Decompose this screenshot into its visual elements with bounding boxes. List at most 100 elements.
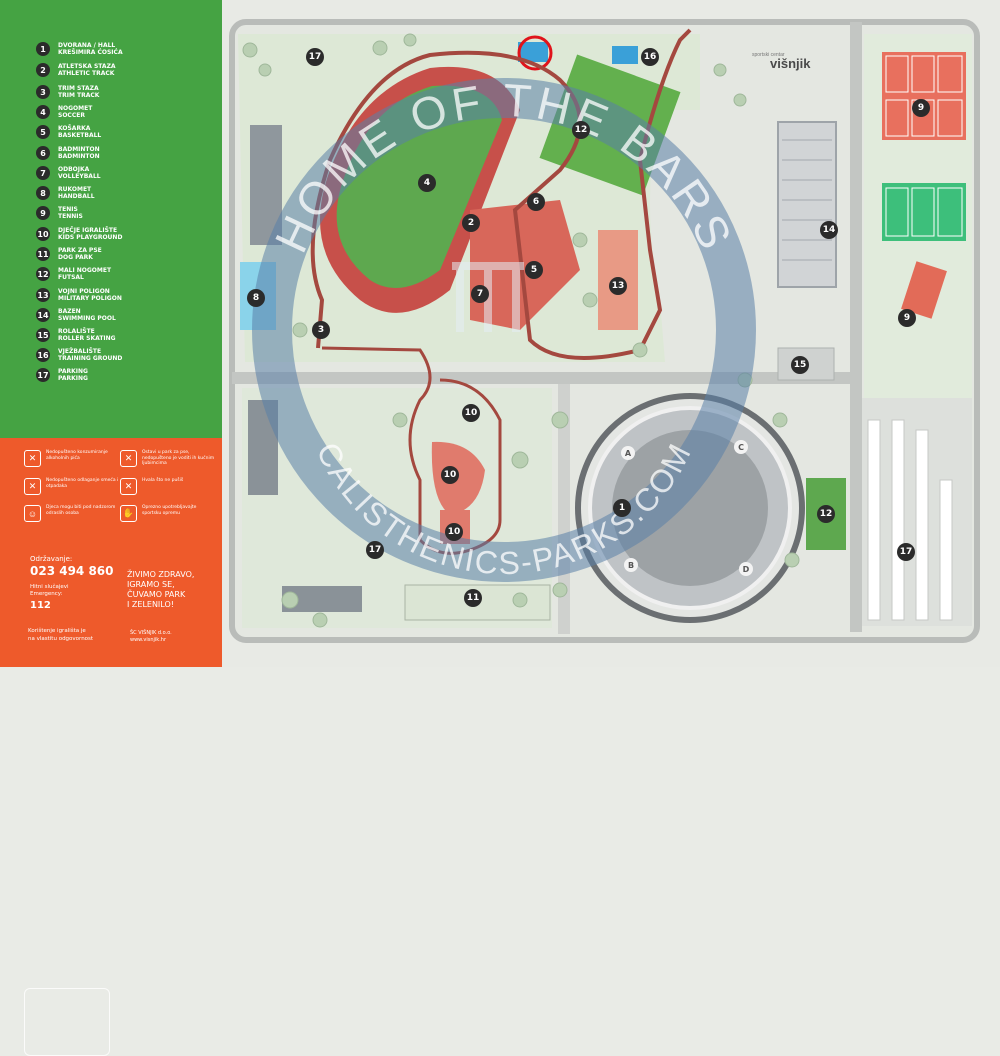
map-marker-3[interactable]: 3 [312, 321, 330, 339]
map-marker-11[interactable]: 11 [464, 589, 482, 607]
equipment-icon: ✋ [120, 505, 137, 522]
map-marker-c[interactable]: C [734, 440, 748, 454]
map-marker-a[interactable]: A [621, 446, 635, 460]
map-marker-7[interactable]: 7 [471, 285, 489, 303]
rule-text: Nedopušteno odlaganje smeća i otpadaka [46, 478, 119, 489]
map-marker-17[interactable]: 17 [306, 48, 324, 66]
legend-number: 17 [36, 368, 50, 382]
rule-text: Oprezno upotrebljavajte sportsku opremu [142, 505, 197, 516]
kids-playground [431, 441, 485, 515]
map-marker-10[interactable]: 10 [441, 466, 459, 484]
map-marker-10[interactable]: 10 [445, 523, 463, 541]
rule-text: Djeca mogu biti pod nadzorom odraslih os… [46, 505, 116, 516]
training-ground [518, 42, 548, 62]
responsibility-note: Korištenje igrališta je [28, 628, 86, 634]
map-marker-1[interactable]: 1 [613, 499, 631, 517]
map-marker-d[interactable]: D [739, 562, 753, 576]
legend-number: 10 [36, 227, 50, 241]
map-marker-17[interactable]: 17 [366, 541, 384, 559]
map-marker-8[interactable]: 8 [247, 289, 265, 307]
legend-number: 3 [36, 85, 50, 99]
park-rule: ✕ Nedopušteno konzumiranje alkoholnih pić… [24, 450, 119, 467]
legend-number: 9 [36, 206, 50, 220]
visnjik-logo: sportski centar višnjik [752, 52, 810, 71]
park-info-panel [0, 438, 222, 1056]
tennis-court-single [901, 261, 947, 319]
maintenance-label: Održavanje: [30, 555, 73, 563]
park-rule: ✕Hvala što ne pušiš [120, 478, 215, 495]
company-website: www.visnjik.hr [130, 637, 167, 643]
company-name: ŠC VIŠNJIK d.o.o. [130, 630, 172, 636]
map-marker-9[interactable]: 9 [912, 99, 930, 117]
responsibility-note-2: na vlastitu odgovornost [28, 636, 94, 642]
tennis-courts-green [882, 183, 966, 241]
legend-number: 15 [36, 328, 50, 342]
map-marker-13[interactable]: 13 [609, 277, 627, 295]
map-marker-10[interactable]: 10 [462, 404, 480, 422]
map-marker-6[interactable]: 6 [527, 193, 545, 211]
map-marker-12[interactable]: 12 [817, 505, 835, 523]
highlight-circle [517, 35, 553, 71]
no-alcohol-icon: ✕ [24, 450, 41, 467]
park-rule: ✋ Oprezno upotrebljavajte sportsku opremu [120, 505, 215, 522]
park-rule: ✕Ostavi u park za pse, nedopušteno je vo… [120, 450, 215, 467]
tennis-courts-red [882, 52, 966, 140]
map-marker-17[interactable]: 17 [897, 543, 915, 561]
legend-number: 2 [36, 63, 50, 77]
rule-text: Nedopušteno konzumiranje alkoholnih pića [46, 450, 108, 461]
map-marker-5[interactable]: 5 [525, 261, 543, 279]
map-marker-12[interactable]: 12 [572, 121, 590, 139]
no-litter-icon: ✕ [24, 478, 41, 495]
park-rule: ☺Djeca mogu biti pod nadzorom odraslih o… [24, 505, 119, 522]
contact-box [24, 988, 110, 1056]
map-marker-15[interactable]: 15 [791, 356, 809, 374]
swimming-pool-building [777, 121, 837, 288]
training-ground-2 [612, 46, 638, 64]
map-marker-b[interactable]: B [624, 558, 638, 572]
map-marker-4[interactable]: 4 [418, 174, 436, 192]
emergency-number: 112 [30, 600, 51, 611]
cross-road [232, 372, 862, 384]
emergency-label: Hitni slučajevi [30, 584, 69, 590]
park-rule: ✕ Nedopušteno odlaganje smeća i otpadaka [24, 478, 119, 495]
legend-number: 5 [36, 125, 50, 139]
legend-number: 8 [36, 186, 50, 200]
no-smoking-icon: ✕ [120, 478, 137, 495]
sports-park-map [222, 0, 1000, 667]
legend-number: 14 [36, 308, 50, 322]
rule-text: Ostavi u park za pse, nedopušteno je vod… [142, 450, 215, 466]
legend-number: 13 [36, 288, 50, 302]
map-marker-9[interactable]: 9 [898, 309, 916, 327]
map-marker-2[interactable]: 2 [462, 214, 480, 232]
map-marker-16[interactable]: 16 [641, 48, 659, 66]
map-marker-14[interactable]: 14 [820, 221, 838, 239]
